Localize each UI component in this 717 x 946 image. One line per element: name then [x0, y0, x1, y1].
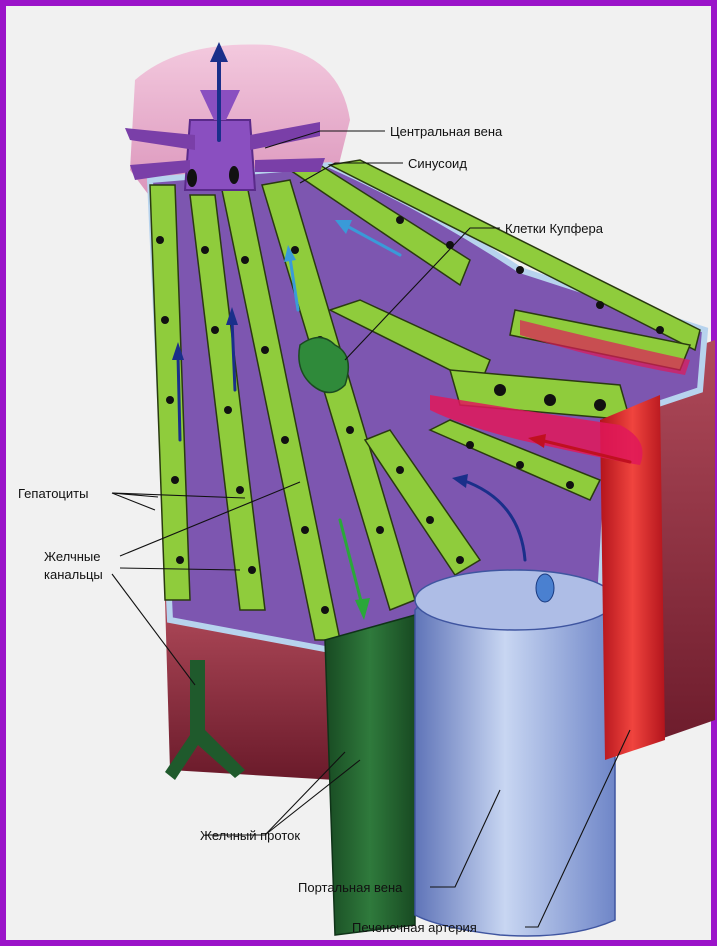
- label-kupffer-cells: Клетки Купфера: [505, 221, 604, 236]
- label-bile-canaliculi-line2: канальцы: [44, 567, 103, 582]
- label-sinusoid: Синусоид: [408, 156, 467, 171]
- portal-vein: [415, 570, 615, 936]
- label-bile-canaliculi-line1: Желчные: [44, 549, 100, 564]
- label-hepatic-artery: Печеночная артерия: [352, 920, 477, 935]
- label-hepatocytes: Гепатоциты: [18, 486, 88, 501]
- label-portal-vein: Портальная вена: [298, 880, 403, 895]
- label-bile-duct: Желчный проток: [200, 828, 300, 843]
- label-central-vein: Центральная вена: [390, 124, 503, 139]
